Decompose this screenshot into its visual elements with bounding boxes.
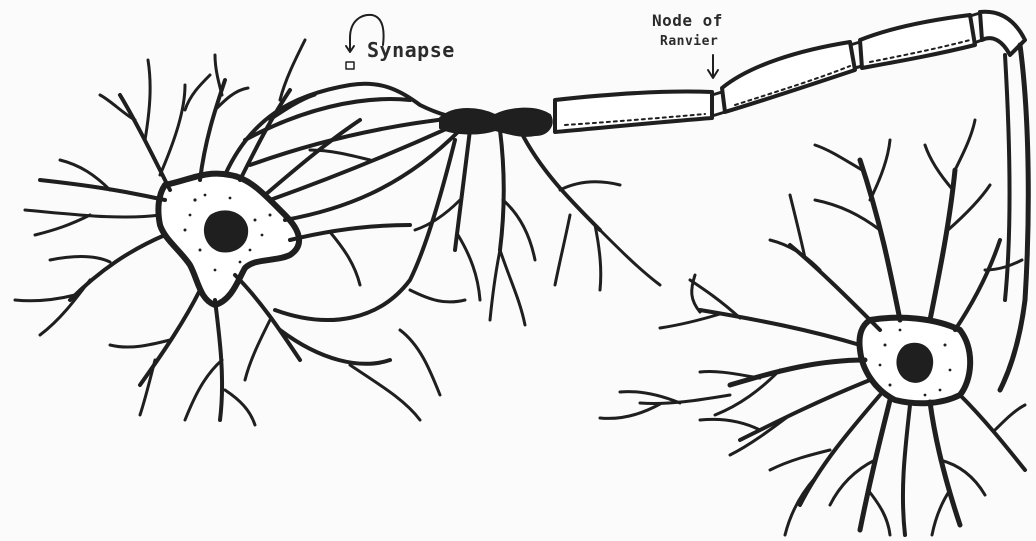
node-of-ranvier-label-line1: Node of [652,11,723,30]
myelin-segment [722,42,855,112]
synapse-pointer-box [346,62,354,69]
node-of-ranvier-label-line2: Ranvier [660,34,718,49]
synapse-label: Synapse [367,38,455,62]
myelin-segment [555,92,712,132]
left-nucleus [204,210,248,252]
synapse-knobs [440,109,552,136]
right-nucleus [896,343,933,383]
node-of-ranvier-pointer-arrow [708,55,718,78]
right-neuron [600,120,1025,535]
